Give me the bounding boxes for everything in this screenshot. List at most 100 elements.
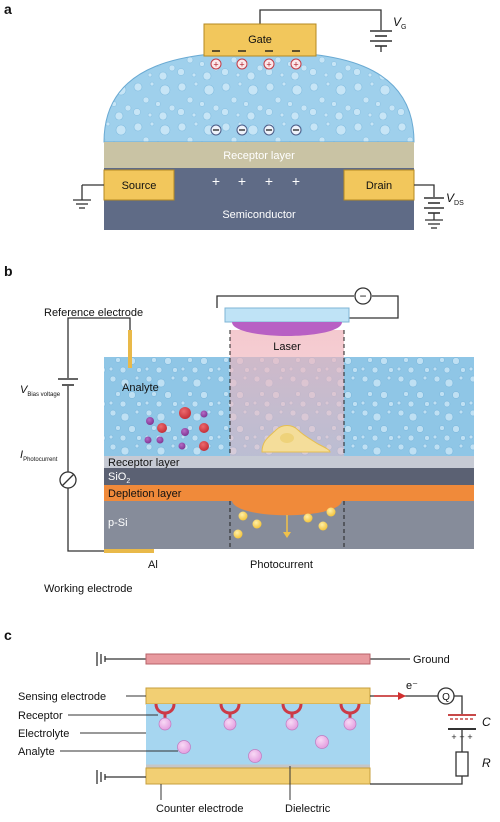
electron-flow-arrow-icon (374, 692, 406, 700)
photocurrent-label: Photocurrent (250, 559, 313, 571)
al-electrode (104, 549, 154, 553)
free-analyte (248, 749, 262, 763)
svg-text:Q: Q (442, 692, 450, 703)
analyte-molecule-red (199, 423, 209, 433)
photocarrier (238, 511, 248, 521)
bottom-ground-icon (96, 770, 146, 784)
sensing-electrode (145, 687, 371, 705)
analyte-label-b: Analyte (122, 382, 159, 394)
c-label: C (482, 715, 491, 729)
panel-c: c Ground Sensing electrode Receptor Elec… (4, 627, 491, 815)
psi-label: p-Si (108, 517, 128, 529)
readout-circuit (370, 695, 463, 785)
laser-meter-icon: − (354, 287, 372, 305)
positive-ion-sign: + (239, 60, 244, 70)
panel-a-letter: a (4, 1, 12, 17)
positive-ion-sign: + (293, 60, 298, 70)
top-ground-icon (96, 652, 410, 666)
laser-window (224, 307, 350, 323)
photocarrier (326, 507, 336, 517)
ground-electrode (145, 653, 371, 665)
analyte-molecule-red (199, 441, 209, 451)
vds-label: VDS (446, 191, 464, 207)
photocarrier (252, 519, 262, 529)
drain-battery-icon (424, 197, 444, 214)
depletion-layer-label: Depletion layer (108, 488, 182, 500)
panel-c-letter: c (4, 627, 12, 643)
bias-voltage-label: VBias voltage (20, 384, 61, 398)
electrolyte-label: Electrolyte (18, 728, 69, 740)
analyte-molecule-red (157, 423, 167, 433)
svg-text:−: − (359, 289, 366, 303)
working-electrode-label: Working electrode (44, 583, 132, 595)
bound-analyte (158, 717, 172, 731)
positive-ion-sign: + (213, 60, 218, 70)
r-label: R (482, 756, 491, 770)
positive-ion-icon (290, 58, 302, 70)
analyte-molecule-purple (200, 410, 208, 418)
bias-battery-icon (58, 378, 78, 386)
analyte-molecule-purple (156, 436, 164, 444)
sio2-layer (104, 468, 474, 485)
analyte-molecule-purple (181, 428, 189, 436)
analyte-molecule-red (179, 407, 191, 419)
positive-ions: ++++ (210, 58, 302, 70)
electron-label: e⁻ (406, 680, 418, 692)
positive-ion-icon (236, 58, 248, 70)
cell-nucleus (280, 433, 294, 443)
receptor-label: Receptor (18, 710, 63, 722)
resistor-icon (455, 751, 469, 777)
capacitor-plus-sign: + (467, 732, 472, 742)
charge-meter-icon: Q (437, 687, 455, 705)
receptors (154, 703, 361, 731)
drain-label: Drain (366, 180, 392, 192)
semiconductor-label: Semiconductor (222, 209, 296, 221)
drain-ground-icon (425, 219, 443, 229)
gate-battery-icon (370, 30, 392, 47)
bias-circuit (67, 317, 131, 552)
sio2-label: SiO2 (108, 471, 130, 485)
capacitor-plus-sign: + (459, 732, 464, 742)
panel-a: a VG Gate ++++ Receptor layer (4, 1, 464, 230)
panel-b-letter: b (4, 263, 13, 279)
photocurrent-arrow-icon (283, 515, 291, 538)
counter-electrode-label: Counter electrode (156, 803, 243, 815)
reference-electrode-label: Reference electrode (44, 307, 143, 319)
drain-voltage-circuit (414, 184, 435, 220)
free-analyte (315, 735, 329, 749)
dielectric-label: Dielectric (285, 803, 331, 815)
receptor-layer-b (104, 456, 474, 468)
receptor-layer-b-label: Receptor layer (108, 457, 180, 469)
cell-icon (261, 425, 331, 453)
laser-circuit (216, 295, 399, 319)
bound-analyte (285, 717, 299, 731)
negative-ions (210, 124, 302, 136)
panel-b: b − Laser Reference electrode Analyte R (4, 263, 474, 595)
counter-electrode (145, 767, 371, 785)
source-electrode (103, 169, 175, 201)
bound-analyte (343, 717, 357, 731)
reference-electrode (128, 330, 132, 368)
photocarrier (233, 529, 243, 539)
positive-ion-icon (263, 58, 275, 70)
receptor-layer-a (104, 142, 414, 168)
positive-ion-icon (210, 58, 222, 70)
source-ground-icon (73, 184, 104, 209)
depletion-bulge-fill (232, 501, 342, 516)
bound-analyte (223, 717, 237, 731)
analytes-c (177, 735, 329, 763)
capacitor-plus-marks: +++ (451, 732, 472, 742)
sensing-electrode-label: Sensing electrode (18, 691, 106, 703)
hole-plus-sign: + (212, 173, 220, 189)
analyte-molecules (144, 407, 209, 451)
receptor-layer-a-label: Receptor layer (223, 150, 295, 162)
analyte-label-c: Analyte (18, 746, 55, 758)
depletion-layer (104, 485, 474, 501)
semiconductor-plus-marks: ++++ (212, 173, 300, 189)
photocarrier (303, 513, 313, 523)
hole-plus-sign: + (265, 173, 273, 189)
laser-label: Laser (273, 341, 301, 353)
photocurrent-carriers (233, 507, 336, 539)
analyte-molecule-purple (144, 436, 152, 444)
